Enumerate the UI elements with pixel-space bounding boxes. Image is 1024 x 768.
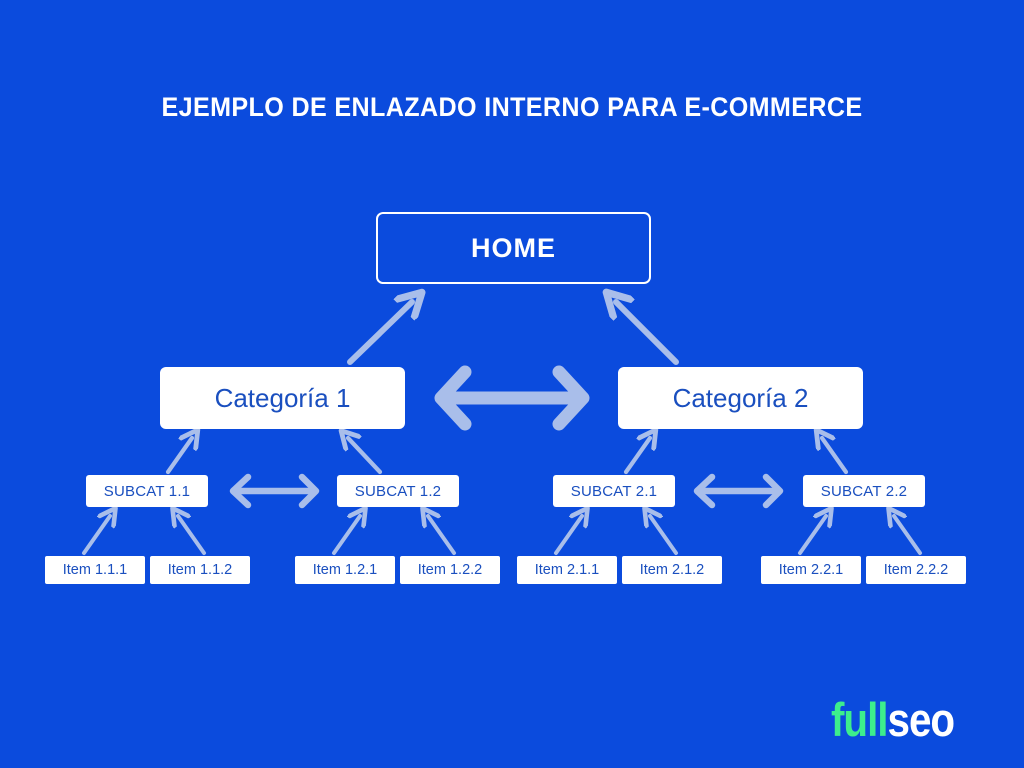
brand-logo: fullseo	[831, 693, 955, 746]
node-item-1-1-1[interactable]: Item 1.1.1	[45, 556, 145, 584]
node-home[interactable]: HOME	[376, 212, 651, 284]
node-item-2-1-2[interactable]: Item 2.1.2	[622, 556, 722, 584]
arrow-subcat21-subcat22-bidirectional	[693, 473, 784, 509]
arrow-subcat22-to-cat2	[822, 438, 849, 475]
node-item-2-2-2[interactable]: Item 2.2.2	[866, 556, 966, 584]
arrow-subcat21-to-cat2	[623, 438, 650, 475]
arrow-item121-to-subcat12	[332, 516, 360, 555]
arrow-item222-to-subcat22	[894, 516, 922, 555]
brand-logo-full: full	[831, 693, 889, 746]
arrow-item122-to-subcat12	[428, 516, 456, 555]
node-item-1-2-2[interactable]: Item 1.2.2	[400, 556, 500, 584]
page-title: EJEMPLO DE ENLAZADO INTERNO PARA E-COMME…	[161, 92, 863, 122]
arrow-item212-to-subcat21	[650, 516, 678, 555]
node-item-1-1-2[interactable]: Item 1.1.2	[150, 556, 250, 584]
arrow-cat1-cat2-bidirectional	[434, 365, 590, 431]
node-subcat-1-1[interactable]: SUBCAT 1.1	[86, 475, 208, 507]
arrow-cat1-to-home	[347, 302, 412, 365]
node-item-2-1-1[interactable]: Item 2.1.1	[517, 556, 617, 584]
node-subcat-1-2[interactable]: SUBCAT 1.2	[337, 475, 459, 507]
arrow-item211-to-subcat21	[554, 516, 582, 555]
node-item-2-2-1[interactable]: Item 2.2.1	[761, 556, 861, 584]
arrow-item111-to-subcat11	[82, 516, 110, 555]
arrow-cat2-to-home	[616, 302, 679, 365]
node-subcat-2-1[interactable]: SUBCAT 2.1	[553, 475, 675, 507]
arrow-subcat11-to-cat1	[165, 438, 192, 475]
node-categoria-1[interactable]: Categoría 1	[160, 367, 405, 429]
arrow-item112-to-subcat11	[178, 516, 206, 555]
node-item-1-2-1[interactable]: Item 1.2.1	[295, 556, 395, 584]
arrow-subcat11-subcat12-bidirectional	[229, 473, 320, 509]
node-categoria-2[interactable]: Categoría 2	[618, 367, 863, 429]
brand-logo-seo: seo	[887, 693, 955, 746]
node-subcat-2-2[interactable]: SUBCAT 2.2	[803, 475, 925, 507]
arrow-item221-to-subcat22	[798, 516, 826, 555]
arrow-subcat12-to-cat1	[348, 438, 383, 475]
